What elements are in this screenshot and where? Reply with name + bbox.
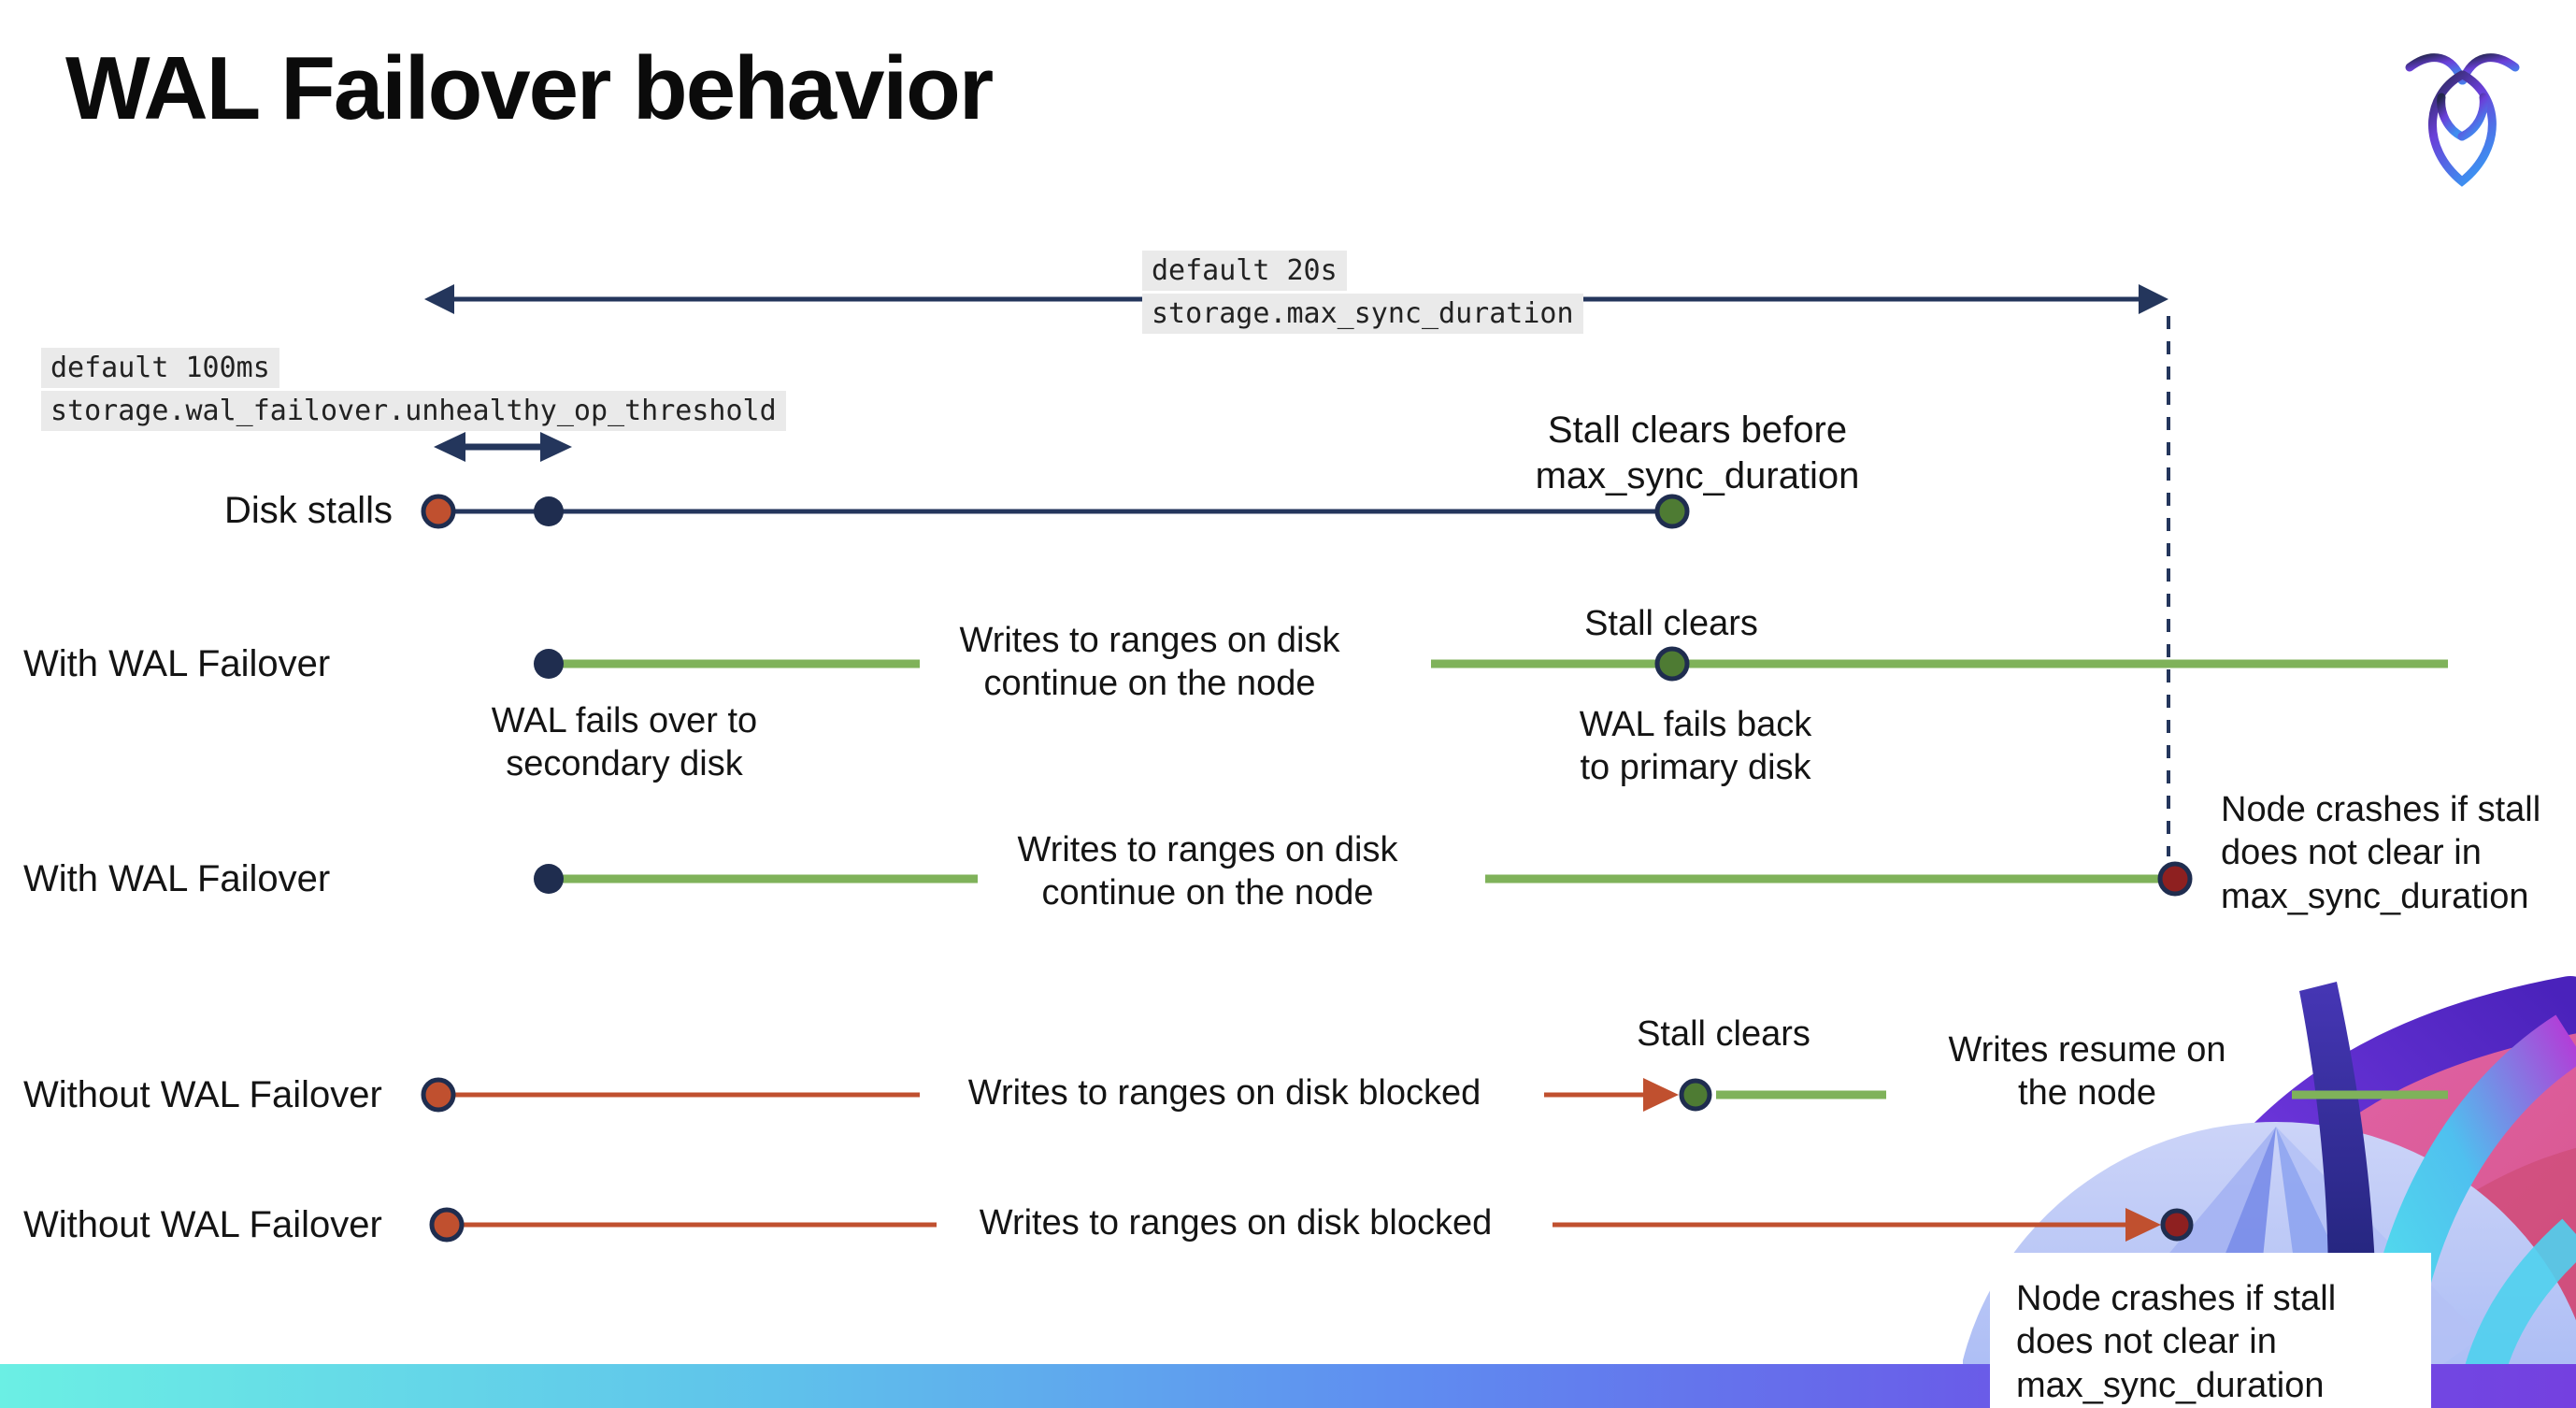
disk-stall-dot <box>421 1077 456 1113</box>
row-without-wal-1-lines <box>454 1078 2448 1112</box>
node-crash-callout-box: Node crashes if stall does not clear in … <box>1990 1253 2431 1408</box>
unhealthy-op-threshold-arrow <box>434 432 572 462</box>
node-crash-dot <box>2157 861 2193 897</box>
cockroach-logo-icon <box>2405 53 2520 187</box>
row-without-wal-2-lines <box>462 1208 2161 1242</box>
stall-clears-dot <box>1679 1078 1712 1112</box>
max-sync-duration-arrow <box>424 284 2168 314</box>
page-title: WAL Failover behavior <box>65 38 994 138</box>
stall-clears-dot <box>1654 494 1690 529</box>
disk-stall-dot <box>429 1207 465 1243</box>
node-crash-label: Node crashes if stall does not clear in … <box>2016 1279 2337 1405</box>
threshold-dot <box>534 496 564 526</box>
failover-dot <box>534 649 564 679</box>
node-crash-dot <box>2160 1208 2194 1242</box>
failover-dot <box>534 864 564 894</box>
disk-stall-dot <box>421 494 456 529</box>
stall-clears-dot <box>1654 646 1690 682</box>
